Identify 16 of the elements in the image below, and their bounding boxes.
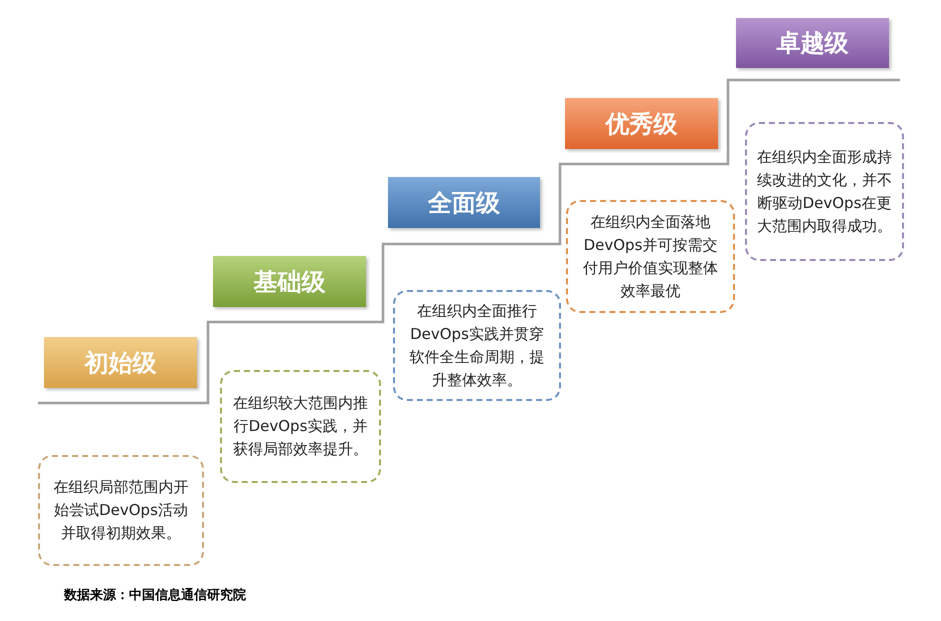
level-banner: 优秀级 [565,98,718,149]
level-banner: 卓越级 [736,18,889,68]
level-banner: 基础级 [213,256,366,307]
level-banner: 全面级 [388,177,540,228]
description-text: 在组织内全面推行DevOps实践并贯穿软件全生命周期，提升整体效率。 [408,300,546,390]
description-box [393,290,561,401]
description-box [745,122,904,261]
description-box [38,455,204,566]
description-text: 在组织内全面形成持续改进的文化，并不断驱动DevOps在更大范围内取得成功。 [757,146,892,236]
description-text: 在组织局部范围内开始尝试DevOps活动并取得初期效果。 [52,477,190,544]
description-box [220,370,381,483]
description-box [566,200,735,313]
description-text: 在组织较大范围内推行DevOps实践，并获得局部效率提升。 [232,393,369,460]
source-note: 数据来源：中国信息通信研究院 [64,586,246,604]
description-text: 在组织内全面落地DevOps并可按需交付用户价值实现整体效率最优 [582,212,719,302]
level-banner: 初始级 [44,337,197,388]
